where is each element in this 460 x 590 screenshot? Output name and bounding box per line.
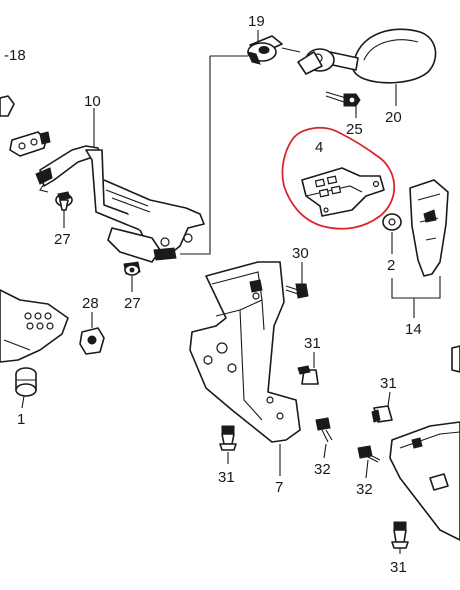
leader-lines [21,30,441,554]
part-1-collar[interactable] [15,367,37,397]
part-4-bracket[interactable] [301,167,385,217]
part-27-screw-lower[interactable] [123,261,141,276]
part-10-stay[interactable] [35,145,205,263]
part-7-stay[interactable] [189,261,301,443]
part-27-grommet-upper[interactable] [55,191,73,211]
part-31-clip-a[interactable] [297,365,319,385]
callout-31-b: 31 [380,375,397,392]
part-25-bolt[interactable] [325,91,361,107]
callout-31-c: 31 [218,469,235,486]
part-28-nut[interactable] [79,327,105,355]
callout-32-a: 32 [314,461,331,478]
part-31-clip-d[interactable] [391,521,409,549]
callout-31-a: 31 [304,335,321,352]
callout-27-upper: 27 [54,231,71,248]
callout-labels: -18 19 10 20 25 4 27 30 2 27 28 14 31 31… [4,13,422,576]
callout-20: 20 [385,109,402,126]
part-32-screw-b[interactable] [357,445,381,463]
callout-1: 1 [17,411,25,428]
callout-4: 4 [315,139,323,156]
callout-14: 14 [405,321,422,338]
callout-10: 10 [84,93,101,110]
part-20-mirror[interactable] [297,28,437,84]
part-left-bracket[interactable] [0,289,69,363]
part-clip-left[interactable] [0,95,51,157]
callout-18: -18 [4,47,26,64]
part-19-grommet[interactable] [247,35,283,65]
part-right-edge-fragment[interactable] [451,345,460,373]
callout-7: 7 [275,479,283,496]
part-32-screw-a[interactable] [315,417,333,443]
callout-28: 28 [82,295,99,312]
callout-30: 30 [292,245,309,262]
part-2-grommet[interactable] [382,213,402,231]
callout-2: 2 [387,257,395,274]
part-31-clip-c[interactable] [219,425,237,451]
callout-25: 25 [346,121,363,138]
part-right-lower-bracket[interactable] [389,421,460,541]
callout-32-b: 32 [356,481,373,498]
highlight-circle [281,126,396,230]
callout-27-lower: 27 [124,295,141,312]
callout-19: 19 [248,13,265,30]
part-31-clip-b[interactable] [371,405,393,423]
part-14-cover[interactable] [409,179,449,277]
part-30-bolt[interactable] [285,283,309,299]
callout-31-d: 31 [390,559,407,576]
